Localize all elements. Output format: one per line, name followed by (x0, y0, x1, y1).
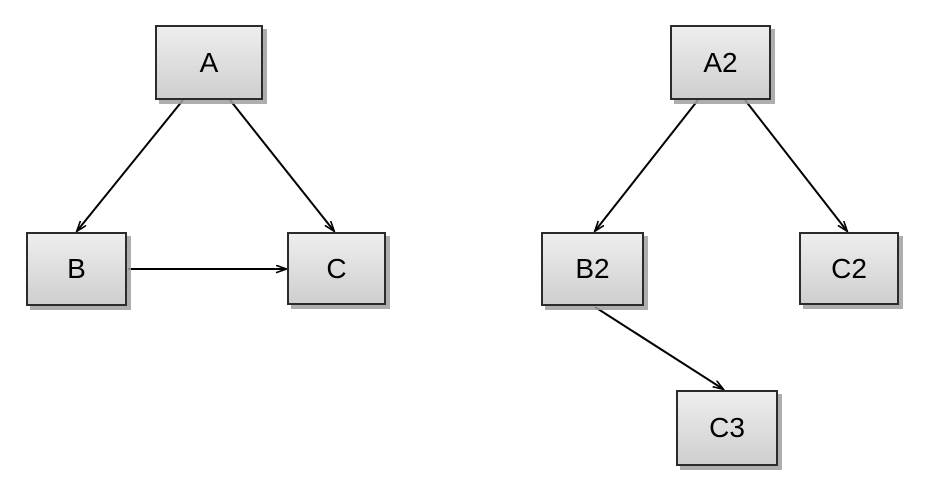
node-c2[interactable]: C2 (799, 232, 899, 305)
node-a[interactable]: A (155, 25, 263, 100)
edge-a2-to-b2 (595, 99, 699, 231)
node-a2-label: A2 (703, 46, 738, 78)
node-b[interactable]: B (26, 232, 127, 306)
node-c[interactable]: C (287, 232, 386, 305)
node-b2-label: B2 (575, 253, 610, 284)
node-c-label: C (326, 252, 347, 284)
node-a-label: A (199, 46, 219, 78)
edge-b2-to-c3 (594, 306, 723, 389)
edge-a2-to-c2 (744, 99, 847, 231)
node-c2-label: C2 (831, 252, 867, 284)
node-c3[interactable]: C3 (676, 390, 778, 466)
edge-a-to-c (229, 99, 334, 231)
node-c3-label: C3 (709, 412, 745, 443)
node-a2[interactable]: A2 (670, 25, 771, 100)
node-b-label: B (67, 253, 86, 284)
edge-a-to-b (77, 99, 184, 231)
node-b2[interactable]: B2 (541, 232, 644, 306)
